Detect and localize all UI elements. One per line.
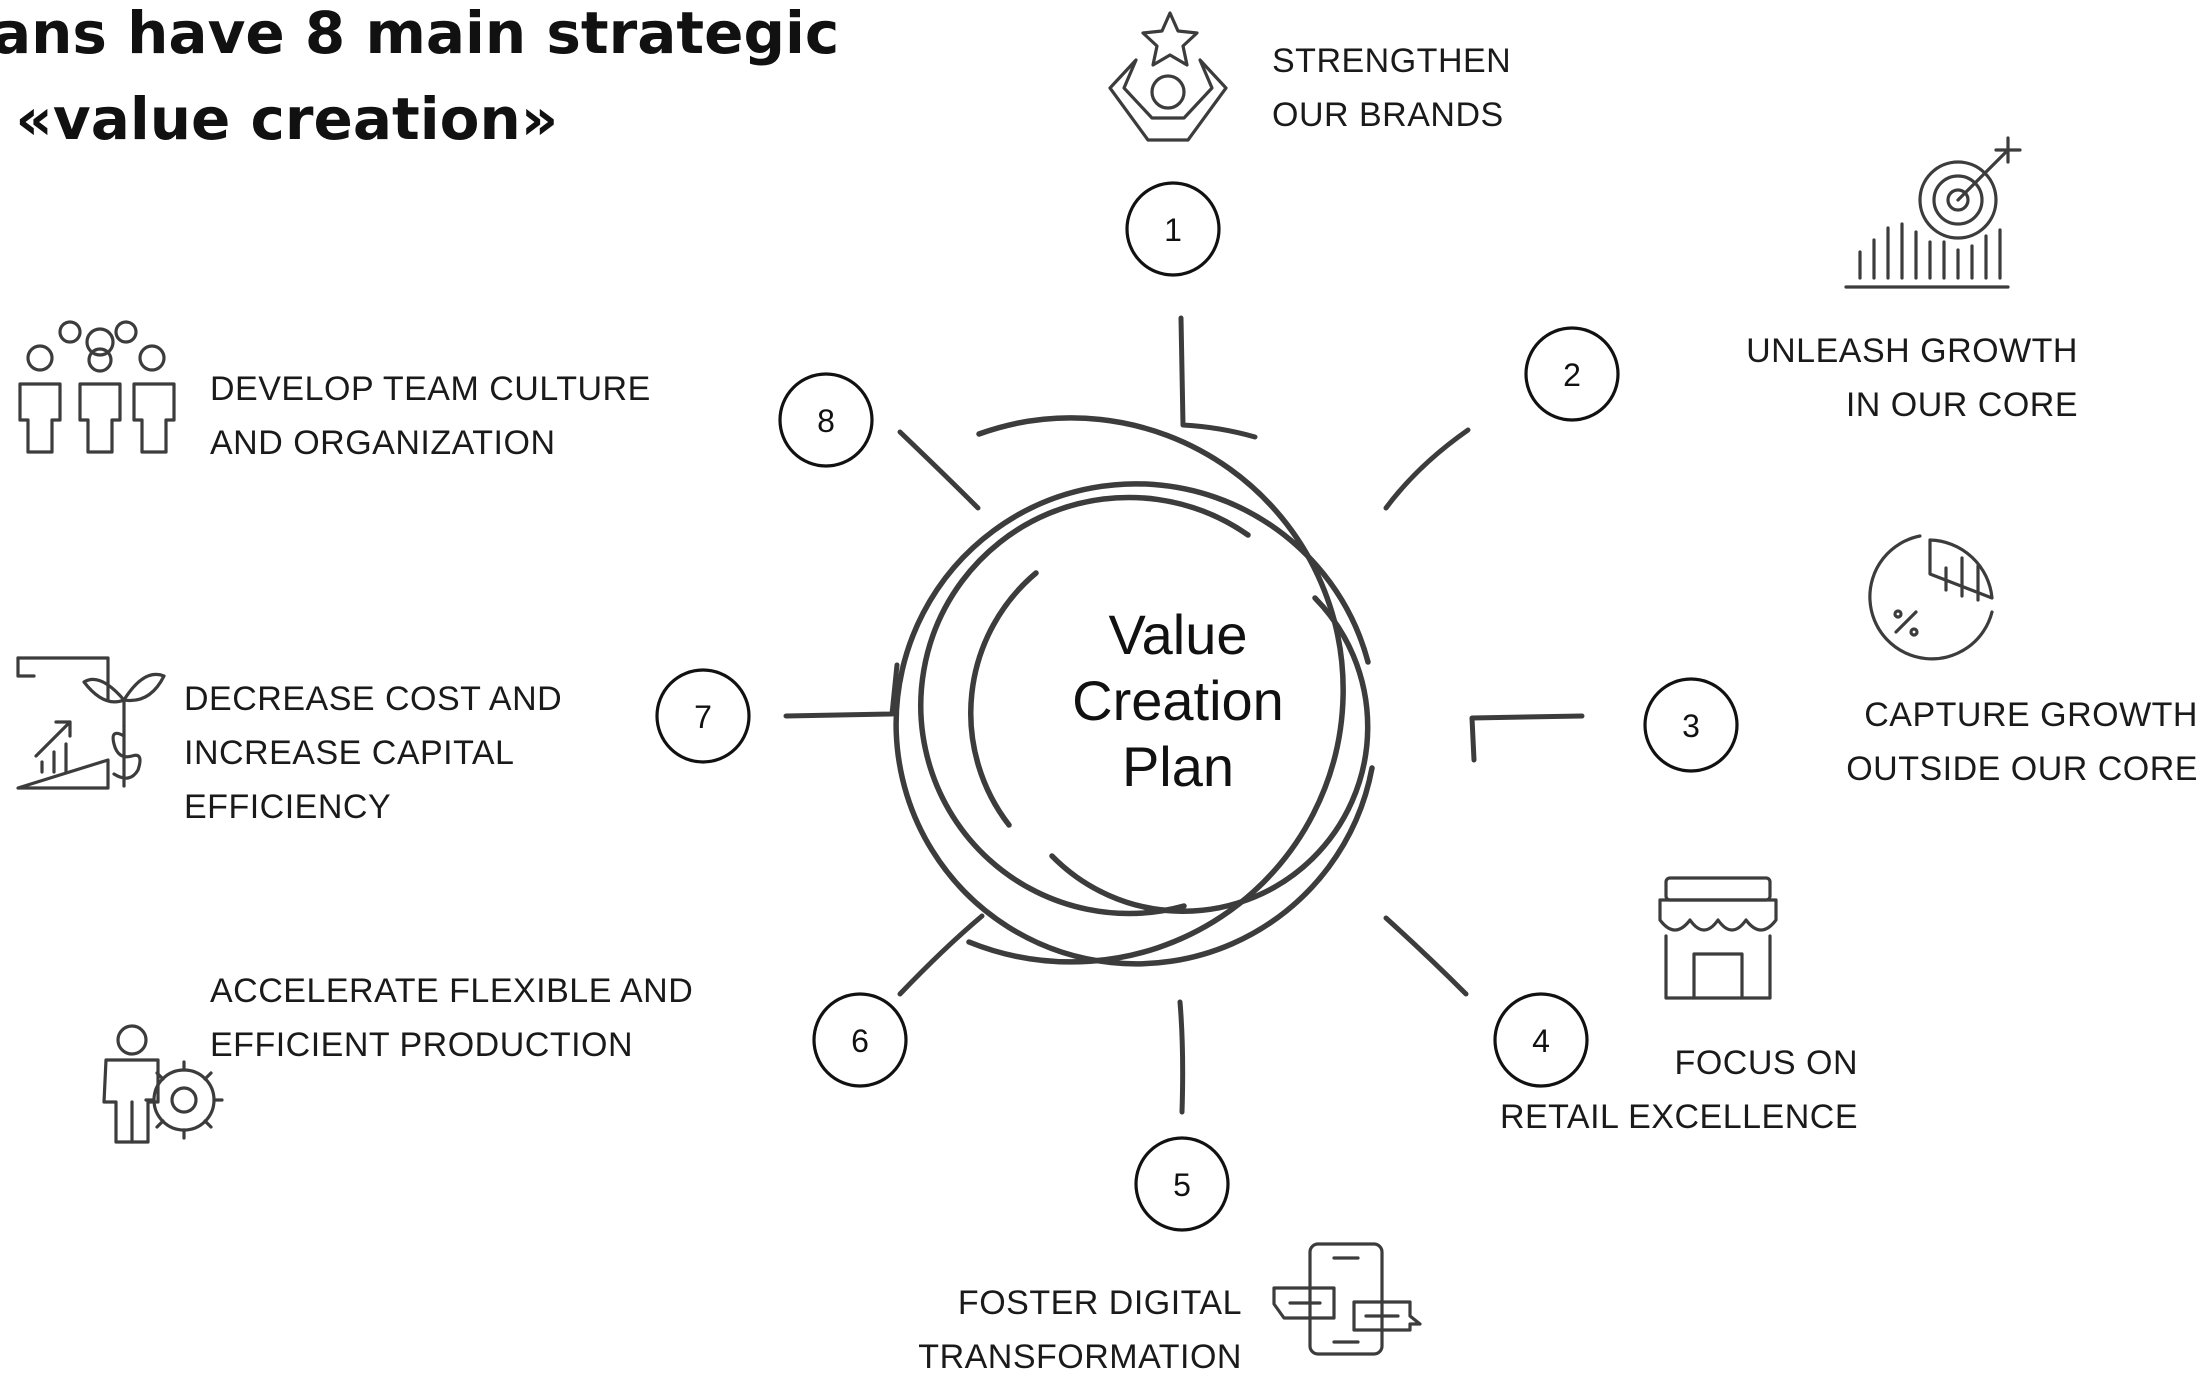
spoke-2 bbox=[1383, 427, 1471, 511]
slide-title: ans have 8 main strategic f «value creat… bbox=[0, 0, 839, 162]
badge-7: 7 bbox=[655, 668, 751, 764]
pillar-3-line-2: OUTSIDE OUR CORE bbox=[1846, 750, 2198, 788]
title-line-1: ans have 8 main strategic bbox=[0, 0, 840, 67]
spoke-1 bbox=[1178, 315, 1258, 440]
pillar-4-line-1: FOCUS ON bbox=[1674, 1044, 1858, 1082]
badge-2-number: 2 bbox=[1563, 357, 1581, 393]
badge-8-number: 8 bbox=[817, 403, 835, 439]
badge-6: 6 bbox=[812, 992, 908, 1088]
spoke-3 bbox=[1469, 713, 1585, 763]
badge-4-number: 4 bbox=[1532, 1023, 1550, 1059]
phone-chat-icon bbox=[1272, 1242, 1422, 1356]
center-line-1: Value bbox=[1108, 603, 1248, 666]
pillar-1-label: STRENGTHEN OUR BRANDS bbox=[1272, 34, 1511, 142]
badge-6-number: 6 bbox=[851, 1023, 869, 1059]
pie-growth-icon bbox=[1868, 534, 1994, 661]
pillar-7-line-2: INCREASE CAPITAL bbox=[184, 734, 515, 772]
swirl-arc-5 bbox=[968, 570, 1039, 828]
swirl-arc-inner bbox=[1049, 595, 1371, 914]
spoke-5 bbox=[1177, 999, 1186, 1115]
document-money-icon bbox=[16, 656, 166, 790]
pillar-7-label: DECREASE COST AND INCREASE CAPITAL EFFIC… bbox=[184, 672, 562, 834]
target-bars-icon bbox=[1844, 136, 2022, 289]
pillar-6-label: ACCELERATE FLEXIBLE AND EFFICIENT PRODUC… bbox=[210, 964, 693, 1072]
badge-5: 5 bbox=[1134, 1136, 1230, 1232]
spoke-8 bbox=[897, 429, 981, 511]
badge-2: 2 bbox=[1524, 326, 1620, 422]
pillar-5-line-2: TRANSFORMATION bbox=[918, 1338, 1242, 1376]
pillar-2-line-1: UNLEASH GROWTH bbox=[1746, 332, 2078, 370]
pillar-6-line-2: EFFICIENT PRODUCTION bbox=[210, 1026, 634, 1064]
star-person-icon bbox=[1108, 11, 1228, 142]
pillar-8-line-2: AND ORGANIZATION bbox=[210, 424, 556, 462]
pillar-1-line-2: OUR BRANDS bbox=[1272, 96, 1504, 134]
center-label: Value Creation Plan bbox=[1018, 602, 1338, 800]
worker-gear-icon bbox=[102, 1024, 224, 1144]
pillar-5-label: FOSTER DIGITAL TRANSFORMATION bbox=[880, 1276, 1242, 1384]
center-line-3: Plan bbox=[1121, 735, 1235, 798]
badge-3: 3 bbox=[1643, 677, 1739, 773]
pillar-7-line-1: DECREASE COST AND bbox=[184, 680, 563, 718]
team-icon bbox=[18, 320, 176, 454]
pillar-8-label: DEVELOP TEAM CULTURE AND ORGANIZATION bbox=[210, 362, 651, 470]
pillar-7-line-3: EFFICIENCY bbox=[184, 788, 392, 826]
swirl-arc-outer bbox=[966, 415, 1346, 965]
badge-3-number: 3 bbox=[1682, 708, 1700, 744]
spoke-4 bbox=[1383, 915, 1469, 997]
pillar-5-line-1: FOSTER DIGITAL bbox=[957, 1284, 1242, 1322]
pillar-2-label: UNLEASH GROWTH IN OUR CORE bbox=[1680, 324, 2078, 432]
swirl-ring bbox=[893, 415, 1375, 967]
swirl-arc-2 bbox=[893, 481, 1375, 967]
badge-1-number: 1 bbox=[1164, 212, 1182, 248]
spoke-6 bbox=[897, 913, 985, 997]
center-line-2: Creation bbox=[1072, 669, 1284, 732]
swirl-arc-3 bbox=[918, 494, 1251, 917]
pillar-8-line-1: DEVELOP TEAM CULTURE bbox=[210, 370, 651, 408]
badge-1: 1 bbox=[1125, 181, 1221, 277]
pillar-6-line-1: ACCELERATE FLEXIBLE AND bbox=[210, 972, 694, 1010]
pillar-2-line-2: IN OUR CORE bbox=[1845, 386, 2078, 424]
pillar-4-label: FOCUS ON RETAIL EXCELLENCE bbox=[1480, 1036, 1858, 1144]
badge-5-number: 5 bbox=[1173, 1167, 1191, 1203]
badge-8: 8 bbox=[778, 372, 874, 468]
value-creation-diagram: 1 2 3 4 5 6 7 8 bbox=[16, 11, 2022, 1356]
pillar-1-line-1: STRENGTHEN bbox=[1272, 42, 1512, 80]
pillar-4-line-2: RETAIL EXCELLENCE bbox=[1499, 1098, 1858, 1136]
title-line-2: f «value creation» bbox=[0, 85, 559, 153]
spokes bbox=[783, 315, 1585, 1115]
pillar-3-line-1: CAPTURE GROWTH bbox=[1864, 696, 2198, 734]
storefront-icon bbox=[1658, 876, 1778, 1000]
pillar-3-label: CAPTURE GROWTH OUTSIDE OUR CORE bbox=[1790, 688, 2198, 796]
badge-7-number: 7 bbox=[694, 699, 712, 735]
spoke-7 bbox=[783, 662, 900, 719]
badge-4: 4 bbox=[1493, 992, 1589, 1088]
